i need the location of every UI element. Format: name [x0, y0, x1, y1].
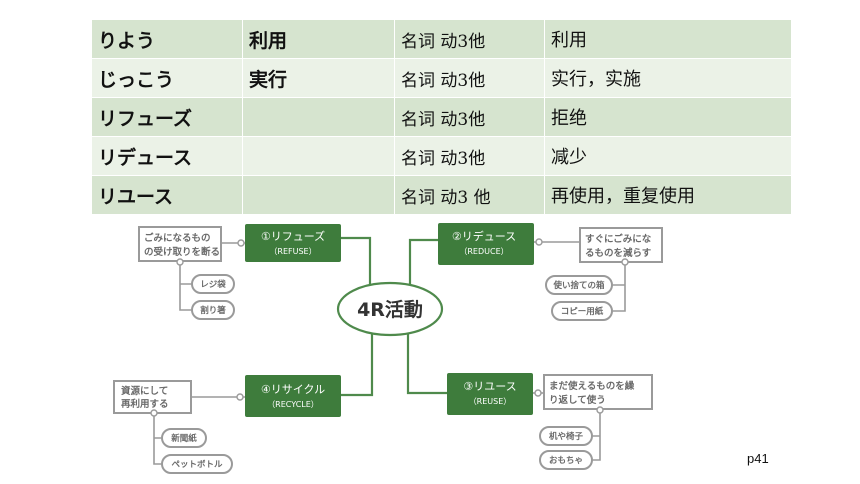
refuse-subtitle: （REFUSE）: [269, 247, 316, 256]
reading-cell: じっこう: [92, 58, 243, 98]
pos-cell: 名词 动3 他: [394, 175, 545, 215]
reuse-example-2: おもちゃ: [539, 450, 593, 470]
kanji-cell: [242, 175, 395, 215]
reduce-example-1: 使い捨ての箱: [545, 275, 613, 295]
recycle-example-1-label: 新聞紙: [171, 433, 197, 444]
connector-reduce-examples: [612, 262, 626, 312]
connector-recycle-examples: [153, 412, 162, 465]
table-row: リユース 名词 动3 他 再使用，重复使用: [92, 175, 791, 215]
connector-dot: [596, 406, 604, 414]
recycle-desc-box: 資源にして 再利用する: [113, 380, 192, 414]
reduce-title: ②リデュース: [452, 229, 516, 243]
reading-cell: リフューズ: [92, 97, 243, 137]
connector-dot: [150, 409, 158, 417]
reuse-subtitle: （REUSE）: [469, 397, 512, 406]
refuse-desc-line1: ごみになるもの: [144, 232, 211, 244]
reuse-desc-line1: まだ使えるものを繰: [549, 380, 635, 392]
center-node: [336, 281, 444, 337]
reading-cell: リユース: [92, 175, 243, 215]
pos-cell: 名词 动3他: [394, 136, 545, 176]
recycle-title: ④リサイクル: [261, 383, 325, 396]
connector-refuse-examples: [179, 262, 192, 311]
refuse-example-2-label: 割り箸: [200, 305, 226, 316]
connector-reuse: [406, 333, 448, 395]
meaning-cell: 再使用，重复使用: [544, 175, 791, 215]
recycle-subtitle: （RECYCLE）: [267, 400, 319, 409]
reuse-example-1: 机や椅子: [539, 426, 593, 446]
reuse-node: ③リユース （REUSE）: [447, 373, 533, 415]
meaning-cell: 利用: [544, 20, 791, 59]
recycle-node: ④リサイクル （RECYCLE）: [245, 375, 341, 417]
kanji-cell: 実行: [242, 58, 395, 98]
reuse-desc-box: まだ使えるものを繰 り返して使う: [543, 374, 653, 410]
meaning-cell: 减少: [544, 136, 791, 176]
reduce-example-2: コピー用紙: [551, 301, 613, 321]
page-number: p41: [747, 451, 769, 466]
reduce-desc-line2: るものを減らす: [585, 247, 652, 259]
refuse-example-1-label: レジ袋: [200, 279, 226, 290]
reduce-example-1-label: 使い捨ての箱: [552, 280, 605, 291]
vocabulary-table: りよう 利用 名词 动3他 利用 じっこう 実行 名词 动3他 实行，实施 リフ…: [92, 20, 791, 215]
reading-cell: りよう: [92, 20, 243, 59]
pos-cell: 名词 动3他: [394, 20, 545, 59]
recycle-example-1: 新聞紙: [161, 428, 207, 448]
reuse-example-1-label: 机や椅子: [549, 431, 584, 442]
reuse-example-2-label: おもちゃ: [549, 456, 583, 466]
connector-reduce: [408, 238, 440, 285]
refuse-node: ①リフューズ （REFUSE）: [245, 224, 341, 262]
center-label: 4R活動: [357, 298, 423, 321]
connector-refuse: [340, 236, 372, 285]
pos-cell: 名词 动3他: [394, 97, 545, 137]
reduce-desc-box: すぐにごみにな るものを減らす: [579, 227, 663, 263]
pos-cell: 名词 动3他: [394, 58, 545, 98]
reuse-title: ③リユース: [463, 380, 516, 393]
reduce-desc-line1: すぐにごみにな: [585, 233, 652, 245]
reduce-example-2-label: コピー用紙: [561, 306, 604, 317]
meaning-cell: 实行，实施: [544, 58, 791, 98]
table-row: りよう 利用 名词 动3他 利用: [92, 20, 791, 59]
kanji-cell: [242, 97, 395, 137]
refuse-example-1: レジ袋: [191, 274, 235, 294]
reuse-desc-line2: り返して使う: [549, 394, 606, 406]
table-row: じっこう 実行 名词 动3他 实行，实施: [92, 58, 791, 98]
refuse-title: ①リフューズ: [261, 229, 325, 243]
reading-cell: リデュース: [92, 136, 243, 176]
refuse-desc-line2: の受け取りを断る: [144, 246, 220, 258]
kanji-cell: [242, 136, 395, 176]
table-row: リフューズ 名词 动3他 拒绝: [92, 97, 791, 137]
reduce-subtitle: （REDUCE）: [459, 247, 508, 256]
refuse-desc-box: ごみになるもの の受け取りを断る: [138, 226, 222, 262]
connector-dot: [176, 258, 184, 266]
recycle-example-2: ペットボトル: [161, 454, 233, 474]
refuse-example-2: 割り箸: [191, 300, 235, 320]
connector-dot: [236, 393, 244, 401]
kanji-cell: 利用: [242, 20, 395, 59]
recycle-desc-line1: 資源にして: [121, 385, 168, 397]
recycle-example-2-label: ペットボトル: [171, 459, 223, 470]
connector-dot: [237, 239, 245, 247]
connector-reuse-examples: [592, 410, 601, 461]
table-row: リデュース 名词 动3他 减少: [92, 136, 791, 176]
connector-recycle: [340, 333, 374, 397]
reduce-node: ②リデュース （REDUCE）: [438, 223, 534, 265]
recycle-desc-line2: 再利用する: [121, 398, 169, 410]
meaning-cell: 拒绝: [544, 97, 791, 137]
connector-dot: [621, 258, 629, 266]
connector-dot: [534, 389, 542, 397]
connector-dot: [535, 238, 543, 246]
